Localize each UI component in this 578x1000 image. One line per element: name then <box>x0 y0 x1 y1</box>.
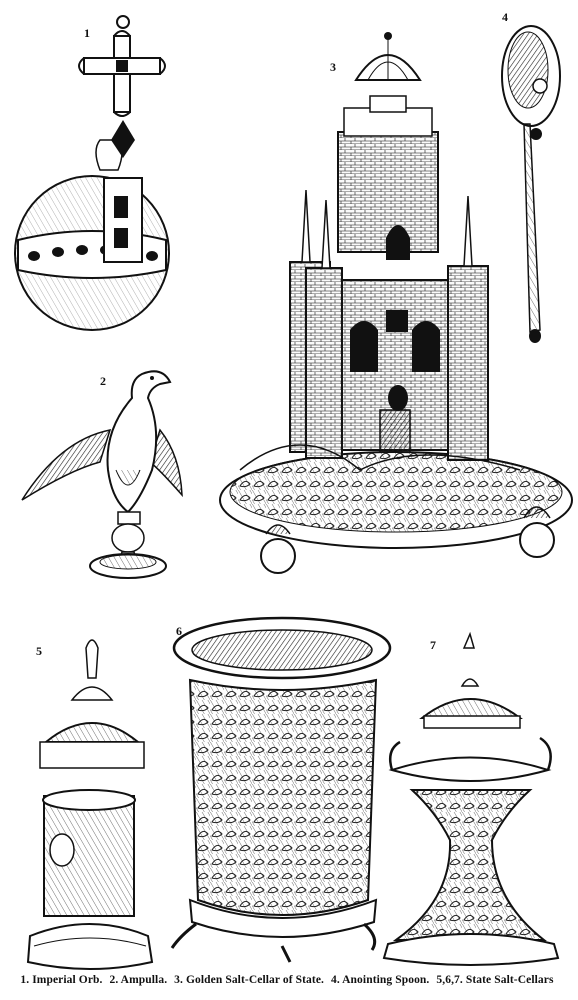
figure-number-6: 6 <box>176 624 182 638</box>
imperial-orb-illustration <box>14 15 170 331</box>
figure-number-1: 1 <box>84 26 90 40</box>
caption-ampulla: 2. Ampulla. <box>109 974 168 986</box>
figure-number-5: 5 <box>36 644 42 658</box>
figure-number-7: 7 <box>430 638 436 652</box>
caption-anointing-spoon: 4. Anointing Spoon. <box>330 974 430 986</box>
state-salt-cellar-5-illustration <box>26 639 154 970</box>
figure-number-3: 3 <box>330 60 336 74</box>
caption-state-salt-cellars: 5,6,7. State Salt-Cellars <box>436 974 554 986</box>
plate-caption: 1. Imperial Orb. 2. Ampulla. 3. Golden S… <box>0 974 578 996</box>
figure-number-2: 2 <box>100 374 106 388</box>
anointing-spoon-illustration <box>501 25 561 343</box>
figure-number-4: 4 <box>502 10 508 24</box>
caption-imperial-orb: 1. Imperial Orb. <box>20 974 103 986</box>
state-salt-cellar-6-illustration <box>170 616 392 963</box>
golden-salt-cellar-illustration <box>219 32 573 574</box>
state-salt-cellar-7-illustration <box>382 631 560 966</box>
caption-golden-salt-cellar: 3. Golden Salt-Cellar of State. <box>174 974 324 986</box>
ampulla-illustration <box>21 370 183 579</box>
